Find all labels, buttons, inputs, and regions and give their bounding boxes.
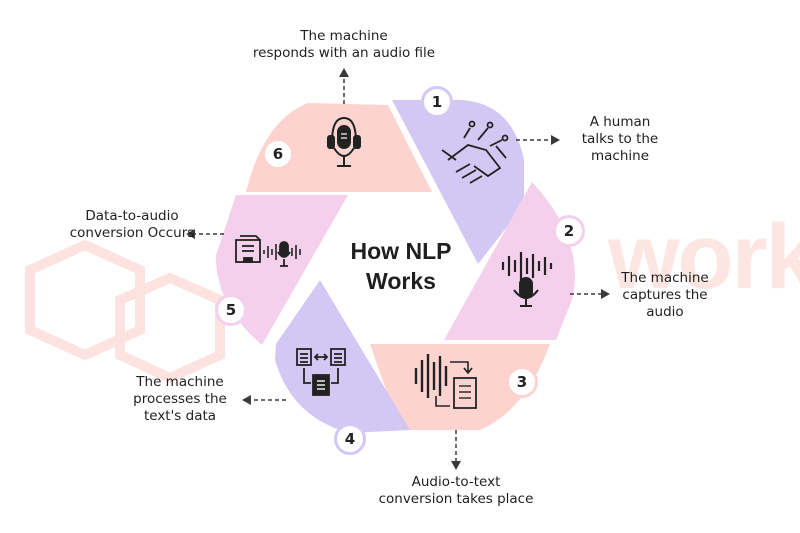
headphone-microphone-icon bbox=[327, 116, 361, 167]
step-5-label-line: conversion Occurs bbox=[69, 225, 195, 241]
step-5-label-line: Data-to-audio bbox=[85, 208, 179, 224]
step-2-label: The machine captures the audio bbox=[610, 270, 720, 321]
step-1-label: A human talks to the machine bbox=[568, 114, 672, 165]
folder-to-audio-icon bbox=[235, 235, 301, 267]
step-1-label-line: machine bbox=[590, 148, 649, 164]
step-2-label-line: The machine bbox=[621, 270, 709, 286]
title-line-2: Works bbox=[366, 268, 436, 294]
segment-5 bbox=[215, 195, 348, 345]
arrow-heads bbox=[186, 68, 610, 470]
document-processing-icon bbox=[296, 348, 346, 396]
waveform-to-document-icon bbox=[414, 354, 477, 409]
step-4-label: The machine processes the text's data bbox=[118, 374, 242, 425]
watermark-cubes bbox=[25, 239, 225, 384]
step-3-label: Audio-to-text conversion takes place bbox=[352, 474, 560, 508]
title-line-1: How NLP bbox=[350, 238, 452, 264]
step-3-label-line: Audio-to-text bbox=[411, 474, 501, 490]
step-5-label: Data-to-audio conversion Occurs bbox=[66, 208, 198, 242]
step-3-number: 3 bbox=[506, 366, 538, 398]
step-6-label: The machine responds with an audio file bbox=[230, 28, 458, 62]
watermark: work bbox=[608, 206, 800, 308]
handshake-circuit-icon bbox=[441, 120, 509, 184]
step-6-number: 6 bbox=[262, 138, 294, 170]
step-2-label-line: captures the bbox=[622, 287, 708, 303]
step-4-label-line: processes the bbox=[133, 391, 227, 407]
step-5-number: 5 bbox=[215, 294, 247, 326]
step-2-number: 2 bbox=[553, 215, 585, 247]
step-3-label-line: conversion takes place bbox=[378, 491, 534, 507]
step-1-label-line: talks to the bbox=[581, 131, 659, 147]
step-1-label-line: A human bbox=[589, 114, 651, 130]
connector-arrows bbox=[194, 76, 602, 462]
step-1-number: 1 bbox=[421, 86, 453, 118]
diagram-title: How NLP Works bbox=[333, 236, 469, 296]
step-6-label-line: responds with an audio file bbox=[252, 45, 436, 61]
segment-1 bbox=[392, 100, 524, 264]
step-6-label-line: The machine bbox=[300, 28, 388, 44]
segment-4 bbox=[275, 280, 410, 433]
microphone-waveform-icon bbox=[501, 252, 553, 307]
step-4-label-line: text's data bbox=[143, 408, 217, 424]
segment-3 bbox=[370, 344, 550, 430]
step-4-label-line: The machine bbox=[136, 374, 224, 390]
step-4-number: 4 bbox=[334, 423, 366, 455]
segment-6 bbox=[246, 103, 432, 192]
step-2-label-line: audio bbox=[646, 304, 684, 320]
